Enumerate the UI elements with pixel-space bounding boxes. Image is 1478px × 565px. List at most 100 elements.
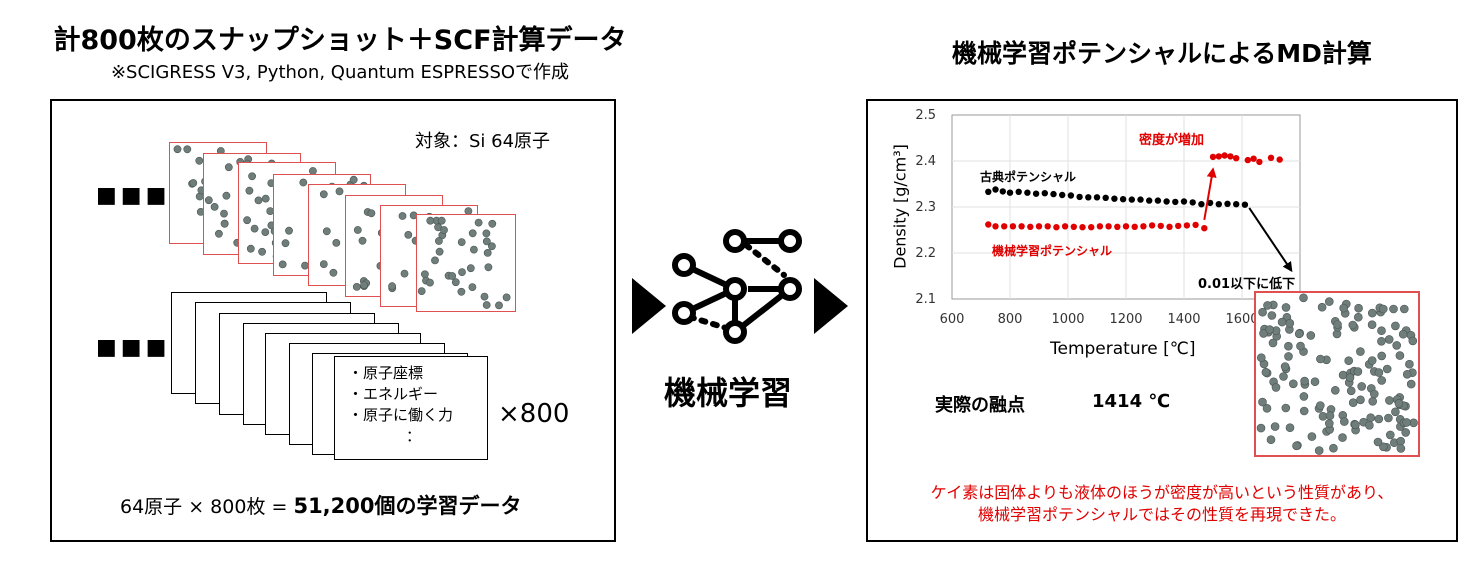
atom — [426, 216, 435, 225]
atom — [1348, 320, 1358, 330]
atom — [261, 194, 270, 203]
atom — [1339, 303, 1348, 313]
atom — [488, 242, 496, 251]
atom — [417, 287, 426, 295]
density-drop-annotation: 0.01以下に低下 — [1198, 277, 1296, 292]
atom — [1268, 338, 1278, 348]
atom — [400, 269, 409, 278]
front-data-page — [334, 356, 488, 460]
atom — [1400, 304, 1409, 314]
atom — [1354, 312, 1363, 322]
atom — [261, 228, 270, 236]
data-point — [1070, 223, 1077, 230]
y-tick-label: 2.5 — [915, 108, 936, 123]
data-point — [1215, 153, 1222, 160]
atom — [220, 209, 228, 218]
data-point — [992, 186, 999, 193]
atom — [1385, 396, 1394, 405]
atom — [1394, 399, 1404, 408]
atom — [329, 268, 338, 277]
atom — [1345, 373, 1355, 382]
atom — [220, 219, 229, 228]
training-data-panel: 対象：Si 64原子 ■■■ ■■■ ・原子座標 ・エネルギー ・原子に働く力 … — [50, 99, 616, 542]
atom — [1406, 379, 1416, 389]
atom — [1389, 304, 1398, 314]
data-point — [1189, 199, 1196, 206]
atom — [1344, 356, 1353, 365]
decrease-arrow — [1248, 207, 1293, 273]
data-point — [1119, 196, 1127, 203]
atom — [1284, 352, 1293, 361]
data-point — [1035, 223, 1043, 230]
atom — [1325, 419, 1334, 428]
atom — [173, 145, 182, 154]
data-point — [1146, 197, 1153, 204]
data-point — [1131, 223, 1138, 230]
machine-learning-label: 機械学習 — [664, 374, 793, 412]
data-point — [1227, 153, 1234, 160]
atom — [1356, 347, 1365, 356]
multiplier-label: ×800 — [498, 399, 570, 429]
atom — [349, 175, 358, 184]
atom — [451, 278, 460, 287]
left-subtitle: ※SCIGRESS V3, Python, Quantum ESPRESSOで作… — [110, 62, 570, 83]
atom — [1353, 367, 1363, 376]
atom — [434, 237, 443, 245]
melting-point-value: 1414 ℃ — [1092, 391, 1171, 412]
atom — [1270, 422, 1280, 431]
data-point — [1061, 223, 1069, 230]
atom — [431, 256, 439, 265]
atom — [189, 179, 198, 187]
data-point — [1009, 223, 1017, 230]
atom — [404, 230, 413, 239]
conclusion-line-1: ケイ素は固体よりも液体のほうが密度が高いという性質があり、 — [930, 483, 1394, 502]
atom — [1379, 304, 1388, 314]
data-point — [1163, 198, 1170, 205]
atom — [1354, 303, 1363, 313]
atom — [488, 219, 497, 228]
atom — [457, 238, 466, 246]
data-point — [1233, 201, 1240, 208]
summary-bold: 51,200個の学習データ — [293, 494, 522, 518]
atom — [1374, 368, 1384, 377]
atom — [1402, 370, 1412, 379]
conclusion: ケイ素は固体よりも液体のほうが密度が高いという性質があり、 機械学習ポテンシャル… — [868, 482, 1456, 526]
atom — [1368, 308, 1377, 318]
atom — [1351, 420, 1360, 430]
atom — [1396, 436, 1405, 446]
summary-prefix: 64原子 × 800枚 = — [120, 496, 294, 518]
data-point — [1093, 194, 1101, 201]
data-point — [1018, 223, 1025, 230]
atom — [466, 264, 475, 273]
atom — [1316, 401, 1325, 410]
atom — [426, 278, 434, 287]
x-tick-label: 600 — [940, 312, 965, 327]
atom — [440, 226, 448, 234]
atom — [1384, 413, 1393, 423]
atom — [1367, 356, 1377, 365]
data-point — [1079, 224, 1086, 231]
atom — [285, 226, 293, 235]
y-axis-label: Density [g/cm³] — [890, 144, 910, 269]
neural-network-icon — [672, 229, 802, 344]
atom — [1370, 389, 1379, 399]
atom — [246, 244, 255, 253]
atom — [502, 293, 511, 302]
atom — [1357, 382, 1366, 391]
atom — [1367, 320, 1377, 330]
data-point — [1006, 189, 1014, 196]
atom — [281, 239, 290, 248]
atoms-image — [417, 216, 511, 310]
atom — [1402, 418, 1411, 427]
atom — [319, 190, 328, 199]
atom — [458, 268, 466, 276]
atom — [1373, 437, 1383, 447]
atoms-image — [1256, 293, 1418, 455]
data-point — [1175, 222, 1182, 230]
atom — [1379, 442, 1388, 452]
atom — [474, 218, 483, 227]
atom — [1280, 362, 1290, 371]
atom — [421, 270, 429, 279]
atom — [299, 178, 308, 187]
atom — [360, 281, 368, 289]
